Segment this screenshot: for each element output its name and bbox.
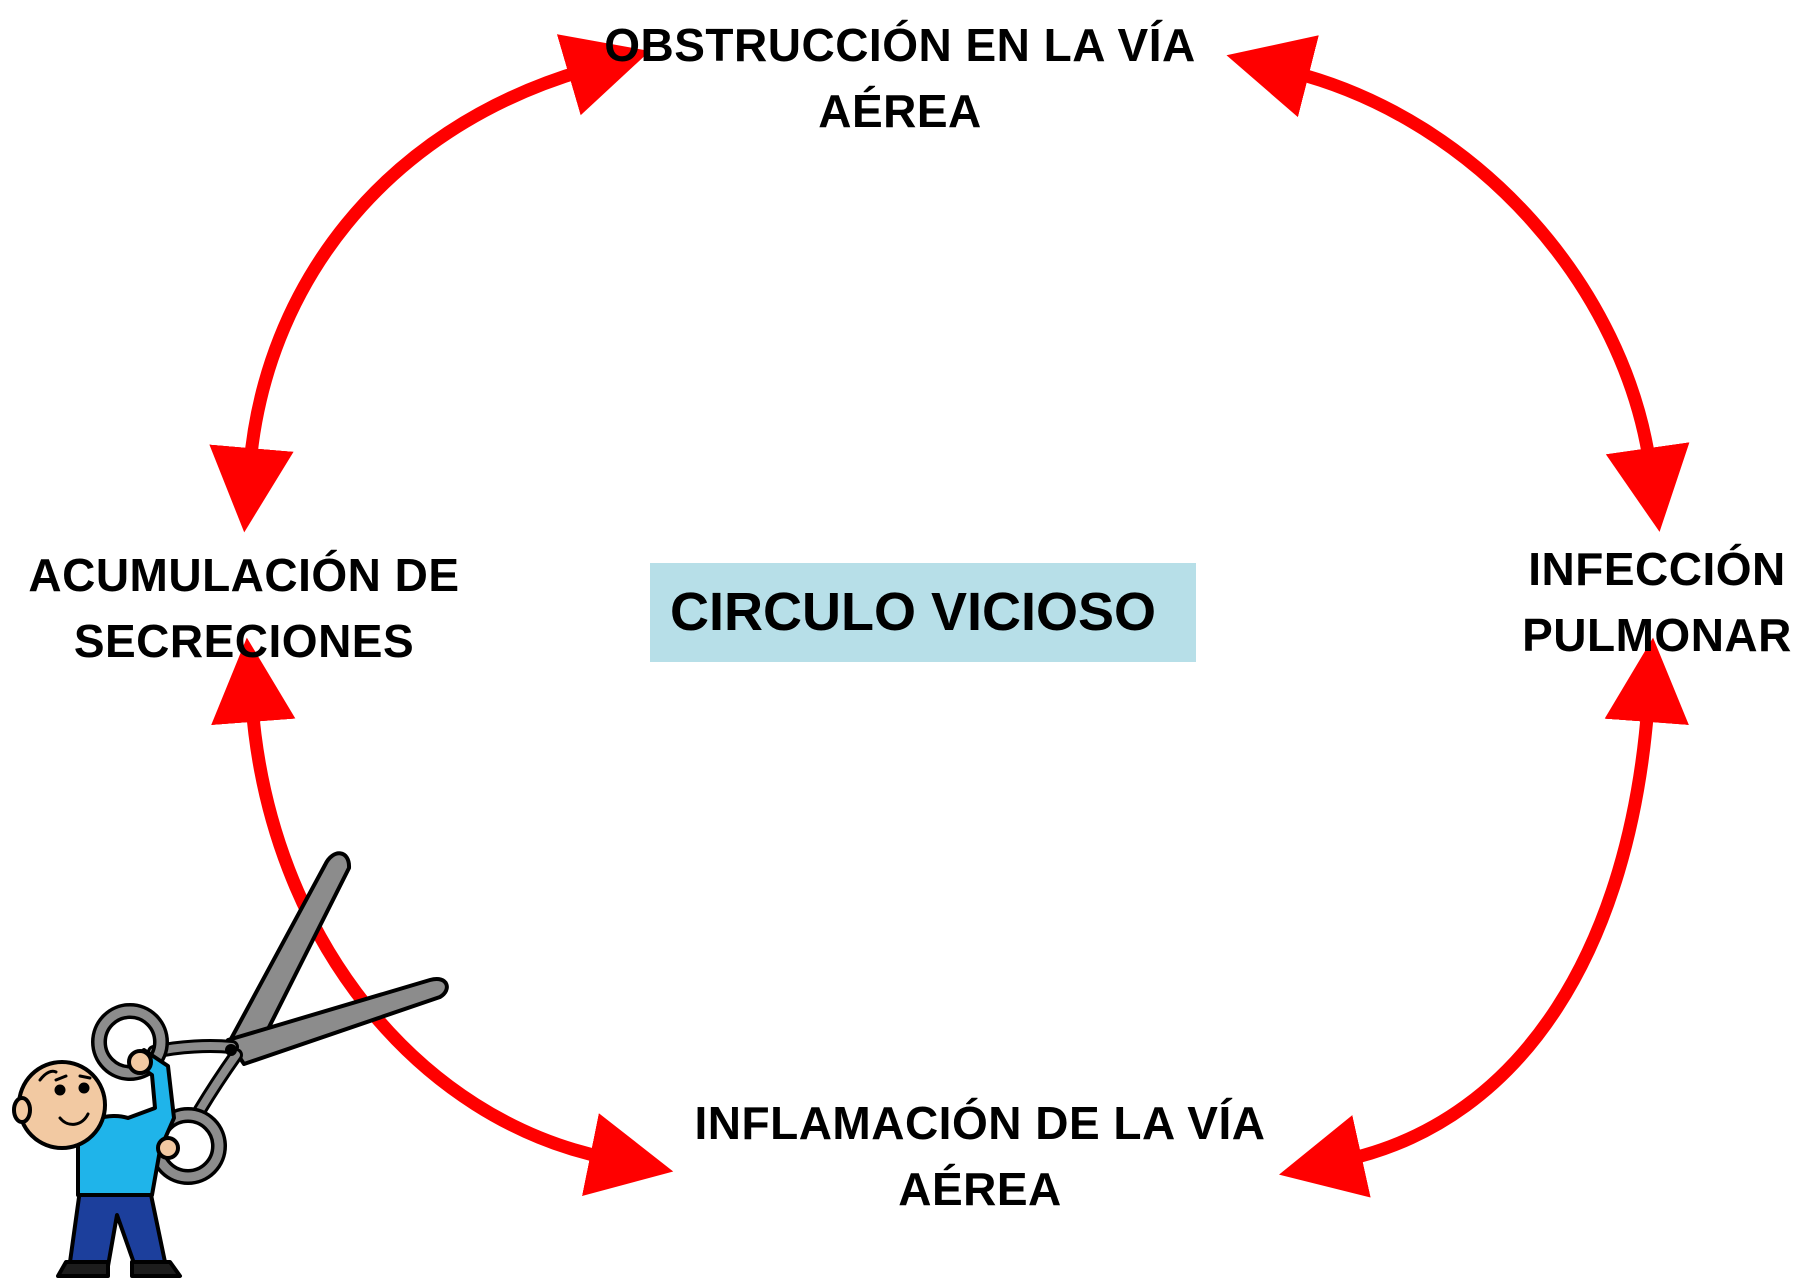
person-shoe-right <box>130 1260 182 1278</box>
node-obstruccion-line1: OBSTRUCCIÓN EN LA VÍA <box>604 19 1196 71</box>
node-obstruccion-line2: AÉREA <box>818 85 982 137</box>
scissors-blade-lower <box>226 977 449 1066</box>
node-inflamacion: INFLAMACIÓN DE LA VÍA AÉREA <box>620 1090 1340 1222</box>
scissors-shank-lower-fill <box>196 1051 240 1114</box>
arrow-right-bottom <box>1279 637 1689 1198</box>
node-infeccion-line1: INFECCIÓN <box>1528 543 1786 595</box>
arrow-top-right <box>1226 35 1690 532</box>
node-acumulacion-line1: ACUMULACIÓN DE <box>28 549 460 601</box>
person-shoe-left <box>56 1260 110 1278</box>
center-label: CIRCULO VICIOSO <box>670 582 1157 642</box>
person-hand-upper <box>127 1049 153 1075</box>
node-inflamacion-line1: INFLAMACIÓN DE LA VÍA <box>694 1097 1266 1149</box>
scissors-blade-upper <box>223 851 351 1057</box>
person-pants <box>68 1188 167 1268</box>
node-obstruccion: OBSTRUCCIÓN EN LA VÍA AÉREA <box>560 12 1240 144</box>
person-hand-lower <box>156 1136 180 1160</box>
node-inflamacion-line2: AÉREA <box>898 1163 1062 1215</box>
person-head <box>17 1060 107 1150</box>
arrow-top-left <box>209 34 650 533</box>
scissors-pivot <box>225 1044 237 1056</box>
person-mouth <box>58 1112 90 1126</box>
node-acumulacion: ACUMULACIÓN DE SECRECIONES <box>0 542 488 674</box>
node-infeccion-line2: PULMONAR <box>1522 609 1792 661</box>
node-infeccion: INFECCIÓN PULMONAR <box>1500 536 1814 668</box>
center-box: CIRCULO VICIOSO <box>650 563 1196 662</box>
node-acumulacion-line2: SECRECIONES <box>73 615 415 667</box>
